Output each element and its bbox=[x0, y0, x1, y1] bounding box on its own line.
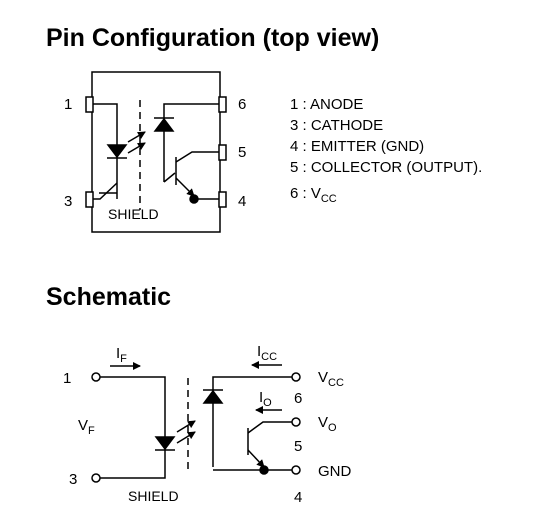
if-label-sub: F bbox=[120, 353, 127, 365]
schematic-led-ray-1 bbox=[176, 420, 196, 433]
shield-label: SHIELD bbox=[108, 206, 159, 222]
legend-item-vcc: 6 : VCC bbox=[290, 185, 337, 205]
schematic-led-ray-2 bbox=[176, 431, 196, 444]
pin-configuration-title: Pin Configuration (top view) bbox=[46, 24, 380, 52]
terminal-vo bbox=[291, 417, 301, 427]
if-label-main: I bbox=[116, 345, 120, 362]
led-symbol bbox=[106, 144, 128, 159]
schematic-pin1-label: 1 bbox=[63, 370, 71, 387]
vo-label-sub: O bbox=[328, 422, 337, 434]
transistor-emitter bbox=[175, 177, 195, 197]
vf-label-sub: F bbox=[88, 425, 95, 437]
vcc-label-main: V bbox=[318, 369, 328, 386]
schematic-photodiode-symbol bbox=[202, 389, 224, 404]
legend-vcc-subscript: CC bbox=[321, 193, 337, 205]
led-emission-ray-1 bbox=[127, 131, 146, 143]
pin-4-tab bbox=[218, 191, 227, 208]
schematic-diagram bbox=[91, 361, 301, 483]
vcc-label-sub: CC bbox=[328, 377, 344, 389]
vf-label: VF bbox=[78, 417, 95, 437]
terminal-gnd bbox=[291, 465, 301, 475]
schematic-pin4-label: 4 bbox=[294, 489, 302, 506]
io-label-sub: O bbox=[263, 397, 272, 409]
input-wiring bbox=[100, 376, 166, 479]
schematic-transistor-emitter bbox=[247, 449, 265, 468]
vo-label: VO bbox=[318, 414, 337, 434]
schematic-pin5-label: 5 bbox=[294, 438, 302, 455]
icc-label: ICC bbox=[257, 343, 277, 363]
led-emission-ray-2 bbox=[127, 142, 146, 154]
gnd-label: GND bbox=[318, 463, 352, 480]
pin-1-label: 1 bbox=[64, 96, 72, 113]
pin-5-label: 5 bbox=[238, 144, 246, 161]
vcc-label: VCC bbox=[318, 369, 344, 389]
junction-dot bbox=[189, 194, 199, 204]
terminal-pin3 bbox=[91, 473, 101, 483]
pin-6-tab bbox=[218, 96, 227, 113]
pin-6-label: 6 bbox=[238, 96, 246, 113]
pin-legend: 1 : ANODE 3 : CATHODE 4 : EMITTER (GND) … bbox=[290, 96, 482, 205]
legend-vcc-prefix: 6 : V bbox=[290, 185, 321, 202]
vcc-wiring bbox=[212, 376, 292, 467]
pin-3-tab bbox=[85, 191, 94, 208]
terminal-pin1 bbox=[91, 372, 101, 382]
legend-item: 5 : COLLECTOR (OUTPUT). bbox=[290, 159, 482, 176]
schematic-transistor-collector bbox=[247, 421, 292, 434]
icc-label-sub: CC bbox=[261, 351, 277, 363]
schematic-shield-label: SHIELD bbox=[128, 488, 179, 504]
terminal-vcc bbox=[291, 372, 301, 382]
pin-1-tab bbox=[85, 96, 94, 113]
schematic-led-symbol bbox=[154, 436, 176, 451]
io-label-main: I bbox=[259, 389, 263, 406]
photodiode-wiring bbox=[163, 103, 219, 183]
schematic-title: Schematic bbox=[46, 283, 172, 311]
vo-label-main: V bbox=[318, 414, 328, 431]
pin-3-label: 3 bbox=[64, 193, 72, 210]
io-label: IO bbox=[259, 389, 272, 409]
led-wiring-bottom bbox=[93, 182, 118, 200]
pin-configuration-diagram bbox=[85, 71, 227, 233]
led-wiring bbox=[93, 103, 118, 199]
legend-item: 3 : CATHODE bbox=[290, 117, 383, 134]
pin-5-tab bbox=[218, 144, 227, 161]
transistor-collector bbox=[175, 151, 219, 163]
photodiode-symbol bbox=[153, 117, 175, 132]
if-label: IF bbox=[116, 345, 127, 365]
schematic-junction-dot bbox=[259, 465, 269, 475]
legend-item: 4 : EMITTER (GND) bbox=[290, 138, 424, 155]
vf-label-main: V bbox=[78, 417, 88, 434]
schematic-pin6-label: 6 bbox=[294, 390, 302, 407]
pin-4-label: 4 bbox=[238, 193, 246, 210]
icc-label-main: I bbox=[257, 343, 261, 360]
schematic-pin3-label: 3 bbox=[69, 471, 77, 488]
legend-item: 1 : ANODE bbox=[290, 96, 363, 113]
